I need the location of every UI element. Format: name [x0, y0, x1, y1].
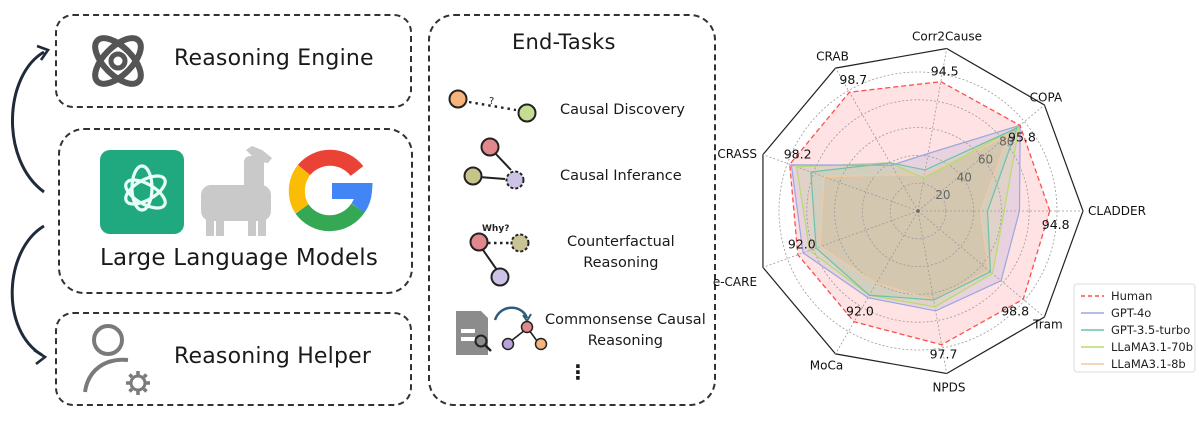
axis-spoke	[835, 210, 919, 355]
end-tasks-title: End-Tasks	[512, 30, 616, 54]
series-fill-human	[789, 81, 1050, 345]
task-label-causal-discovery: Causal Discovery	[560, 100, 685, 121]
legend-label: Human	[1111, 289, 1152, 303]
axis-spoke	[762, 154, 919, 212]
tasks-graphics: ? Why?	[448, 89, 548, 355]
series-line-llama3-1-70b	[795, 124, 1020, 308]
task-label-line2: Reasoning	[583, 255, 659, 271]
task-label-line1: Commonsense Causal	[545, 312, 706, 328]
google-g-icon	[288, 149, 373, 232]
radial-tick-label: 80	[999, 135, 1014, 149]
legend-label: LLaMA3.1-70b	[1111, 340, 1193, 354]
axis-spoke	[917, 48, 948, 212]
atom-icon	[92, 35, 144, 87]
question-mark: ?	[489, 96, 494, 107]
legend-box	[1073, 283, 1196, 373]
why-text: Why?	[482, 224, 509, 234]
task-label-causal-inference: Causal Inferance	[560, 166, 682, 187]
human-value-label: 98.7	[839, 72, 867, 87]
human-value-label: 98.2	[784, 146, 812, 161]
reasoning-helper-label: Reasoning Helper	[174, 344, 372, 369]
grid-ring	[806, 99, 1030, 323]
reasoning-helper-box	[55, 312, 412, 406]
axis-spoke	[917, 104, 1045, 212]
causal-inference-icon	[463, 137, 525, 190]
human-value-label: 95.8	[1008, 129, 1036, 144]
axis-label: CRASS	[717, 147, 757, 161]
left-panel-graphics	[10, 35, 373, 395]
axis-label: Tram	[1032, 317, 1063, 331]
series-fill-llama3-1-70b	[796, 126, 1020, 307]
llm-label: Large Language Models	[100, 245, 379, 271]
axis-label: COPA	[1030, 91, 1063, 105]
task-label-line1: Counterfactual	[567, 234, 675, 250]
causal-discovery-icon: ?	[448, 89, 537, 123]
series-fill-gpt-3-5-turbo	[810, 127, 1018, 300]
axis-label: NPDS	[932, 380, 965, 394]
human-value-label: 94.8	[1042, 217, 1070, 232]
series-fill-llama3-1-8b	[820, 135, 1009, 300]
axis-label: CLADDER	[1088, 204, 1146, 218]
llama-icon	[201, 146, 272, 236]
series-line-human	[789, 80, 1051, 346]
radial-tick-label: 60	[978, 152, 993, 166]
task-label-line2: Reasoning	[587, 333, 663, 349]
axis-label: e-CARE	[713, 275, 757, 289]
grid-ring	[834, 127, 1002, 295]
reasoning-engine-box	[55, 14, 412, 108]
human-value-label: 92.0	[846, 304, 874, 319]
grid-ring	[889, 182, 947, 240]
human-value-label: 94.5	[931, 64, 959, 79]
openai-logo-icon	[100, 150, 184, 234]
legend-label: GPT-3.5-turbo	[1111, 323, 1190, 337]
series-line-gpt-3-5-turbo	[810, 126, 1019, 301]
radial-tick-label: 40	[957, 170, 972, 184]
llm-box	[58, 128, 413, 294]
axis-spoke	[762, 210, 919, 268]
legend-label: LLaMA3.1-8b	[1111, 357, 1186, 371]
task-label-line1: Causal Discovery	[560, 102, 685, 118]
task-label-line1: Causal Inferance	[560, 168, 682, 184]
more-tasks-ellipsis: ⋮	[568, 360, 588, 384]
counterfactual-icon: Why?	[469, 224, 530, 287]
axis-label: MoCa	[810, 359, 843, 373]
user-settings-icon	[83, 324, 150, 395]
series-line-gpt-4o	[790, 124, 1021, 312]
end-tasks-box	[428, 14, 716, 406]
reasoning-engine-label: Reasoning Engine	[174, 46, 374, 71]
radar-outer-frame	[762, 47, 1084, 375]
grid-ring	[778, 71, 1058, 351]
human-value-label: 97.7	[930, 347, 958, 362]
curved-arrow-up-icon	[11, 44, 51, 194]
grid-ring	[862, 154, 975, 267]
document-search-graph-icon	[456, 306, 548, 355]
radial-tick-label: 20	[935, 188, 950, 202]
legend-label: GPT-4o	[1111, 306, 1151, 320]
axis-spoke	[917, 210, 948, 374]
axis-label: CRAB	[816, 49, 849, 63]
center-point	[916, 209, 920, 213]
curved-arrow-down-icon	[10, 224, 48, 366]
human-value-label: 98.8	[1001, 303, 1029, 318]
axis-label: Corr2Cause	[912, 30, 982, 44]
human-value-label: 92.0	[788, 237, 816, 252]
